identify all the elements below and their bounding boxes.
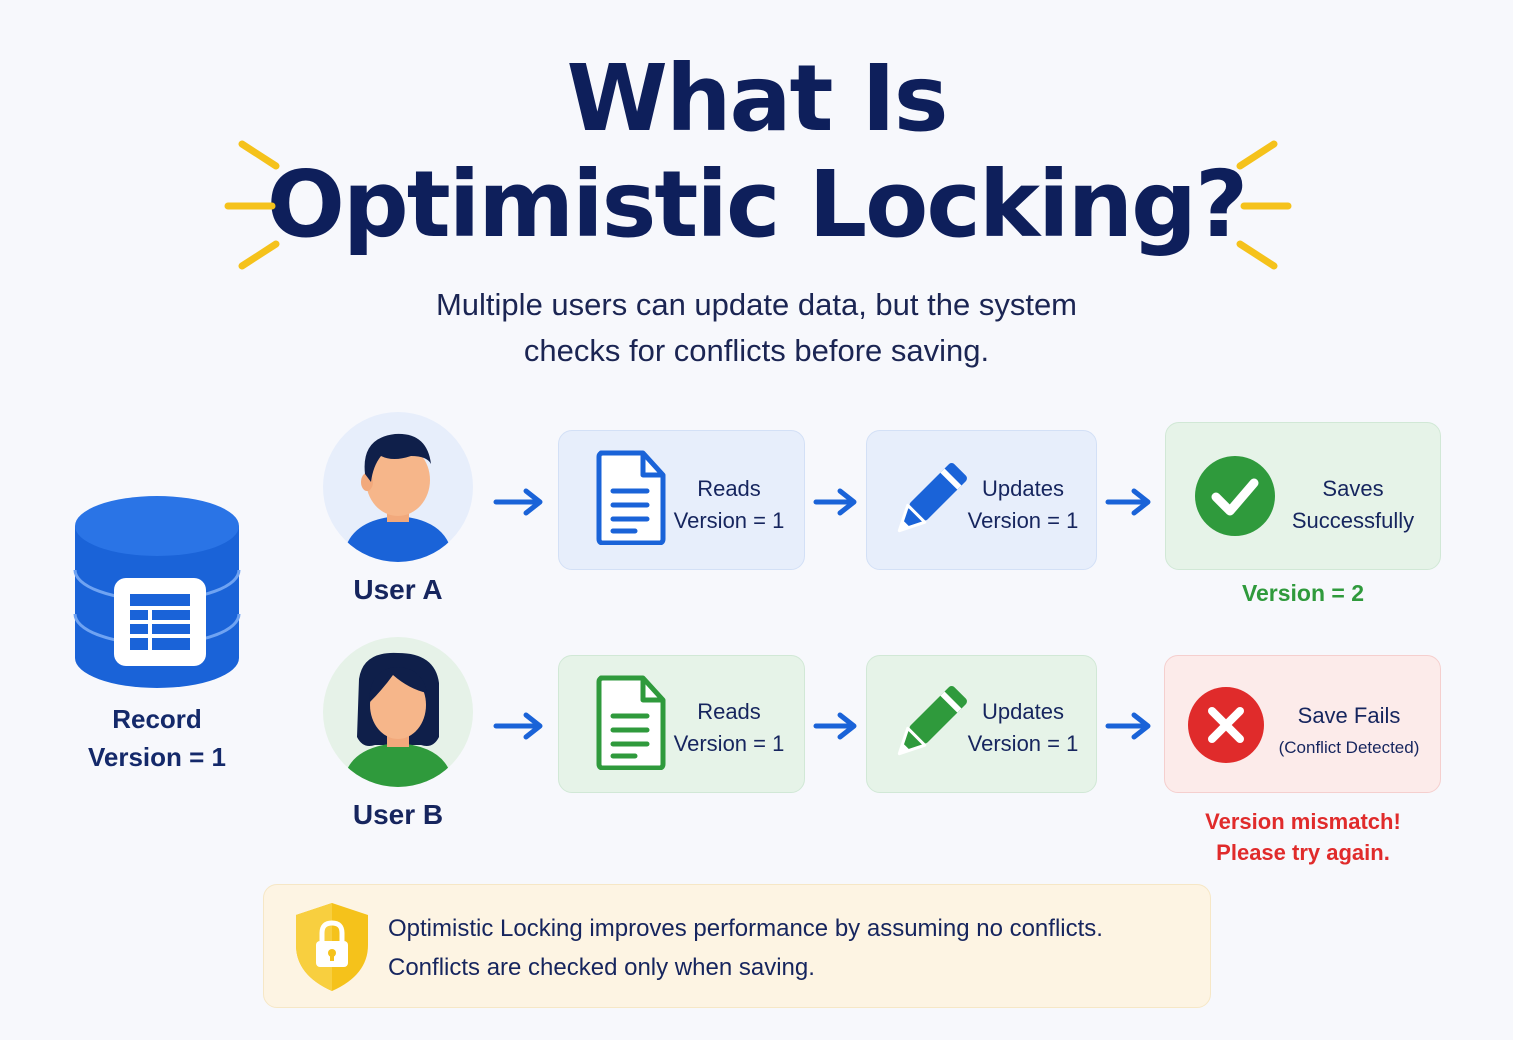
record-label: Record Version = 1 <box>57 700 257 776</box>
user-a-result: Version = 2 <box>1241 580 1365 606</box>
step-title: Updates <box>982 476 1064 501</box>
result-line-1: Version mismatch! <box>1205 809 1401 834</box>
shield-lock-icon <box>296 903 368 991</box>
arrow-right-icon <box>813 712 857 740</box>
arrow-right-icon <box>813 488 857 516</box>
arrow-right-icon <box>493 488 543 516</box>
step-title: Saves <box>1322 476 1384 501</box>
user-b-result: Version mismatch! Please try again. <box>1165 806 1441 868</box>
user-a-save-step: Saves Successfully <box>1165 422 1441 570</box>
user-a-label: User A <box>353 574 443 605</box>
arrow-right-icon <box>1105 712 1151 740</box>
record-title: Record <box>112 704 202 734</box>
user-a-update-step: Updates Version = 1 <box>866 430 1097 570</box>
result-line-2: Please try again. <box>1216 840 1390 865</box>
subtitle-line-2: checks for conflicts before saving. <box>523 333 990 368</box>
user-b-avatar <box>323 637 473 787</box>
document-icon <box>596 450 666 545</box>
note-text: Optimistic Locking improves performance … <box>388 909 1103 987</box>
arrow-right-icon <box>493 712 543 740</box>
pencil-icon <box>897 686 967 756</box>
right-spark-icon <box>1236 140 1292 270</box>
user-b-read-step: Reads Version = 1 <box>558 655 805 793</box>
step-detail: Successfully <box>1291 508 1415 533</box>
step-detail: Version = 1 <box>673 731 785 756</box>
step-detail: (Conflict Detected) <box>1278 738 1420 757</box>
subtitle-line-1: Multiple users can update data, but the … <box>435 287 1078 322</box>
step-detail: Version = 1 <box>967 508 1079 533</box>
left-spark-icon <box>224 140 280 270</box>
user-a-avatar <box>323 412 473 562</box>
step-detail: Version = 1 <box>967 731 1079 756</box>
title-line-2: Optimistic Locking? <box>266 151 1249 258</box>
pencil-icon <box>897 463 967 533</box>
note-line-2: Conflicts are checked only when saving. <box>388 954 815 981</box>
step-title: Updates <box>982 699 1064 724</box>
check-circle-icon <box>1195 456 1275 536</box>
person-icon <box>343 652 453 787</box>
user-b-save-step: Save Fails (Conflict Detected) <box>1164 655 1441 793</box>
arrow-right-icon <box>1105 488 1151 516</box>
user-b-update-step: Updates Version = 1 <box>866 655 1097 793</box>
user-b-label: User B <box>352 799 444 830</box>
note-line-1: Optimistic Locking improves performance … <box>388 915 1103 942</box>
step-detail: Version = 1 <box>673 508 785 533</box>
title-line-1: What Is <box>566 45 948 152</box>
user-a-read-step: Reads Version = 1 <box>558 430 805 570</box>
x-circle-icon <box>1188 687 1264 763</box>
database-icon <box>73 496 241 688</box>
subtitle: Multiple users can update data, but the … <box>0 282 1513 374</box>
step-title: Reads <box>697 699 761 724</box>
person-icon <box>343 433 453 562</box>
step-title: Save Fails <box>1297 703 1401 728</box>
info-note: Optimistic Locking improves performance … <box>263 884 1211 1008</box>
document-icon <box>596 675 666 770</box>
step-title: Reads <box>697 476 761 501</box>
record-version: Version = 1 <box>87 742 227 772</box>
